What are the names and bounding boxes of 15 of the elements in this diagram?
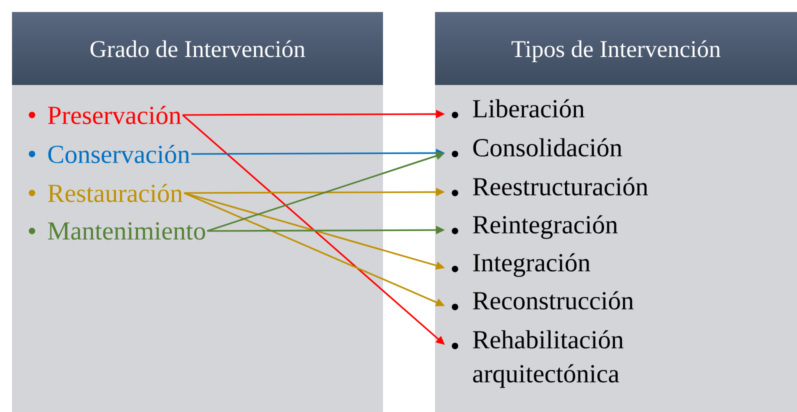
list-item: Consolidación	[452, 138, 622, 158]
list-item: Integración	[452, 253, 590, 277]
node-label: Grado de Intervención	[90, 40, 306, 58]
list-item: Conservación	[28, 144, 190, 164]
list-item: Reestructuración	[452, 177, 648, 196]
node-label: Integración	[473, 253, 590, 277]
list-item: Reconstrucción	[452, 291, 634, 310]
list-item: Preservación	[28, 106, 182, 124]
list-item: Reintegración	[452, 215, 618, 239]
list-item: Rehabilitación arquitectónica	[452, 330, 624, 388]
list-item: Liberación	[452, 99, 584, 118]
node-label: Liberación	[472, 99, 584, 118]
list-item: Mantenimiento	[28, 222, 206, 240]
list-item: Restauración	[28, 184, 183, 202]
node-label: Tipos de Intervención	[512, 40, 721, 62]
